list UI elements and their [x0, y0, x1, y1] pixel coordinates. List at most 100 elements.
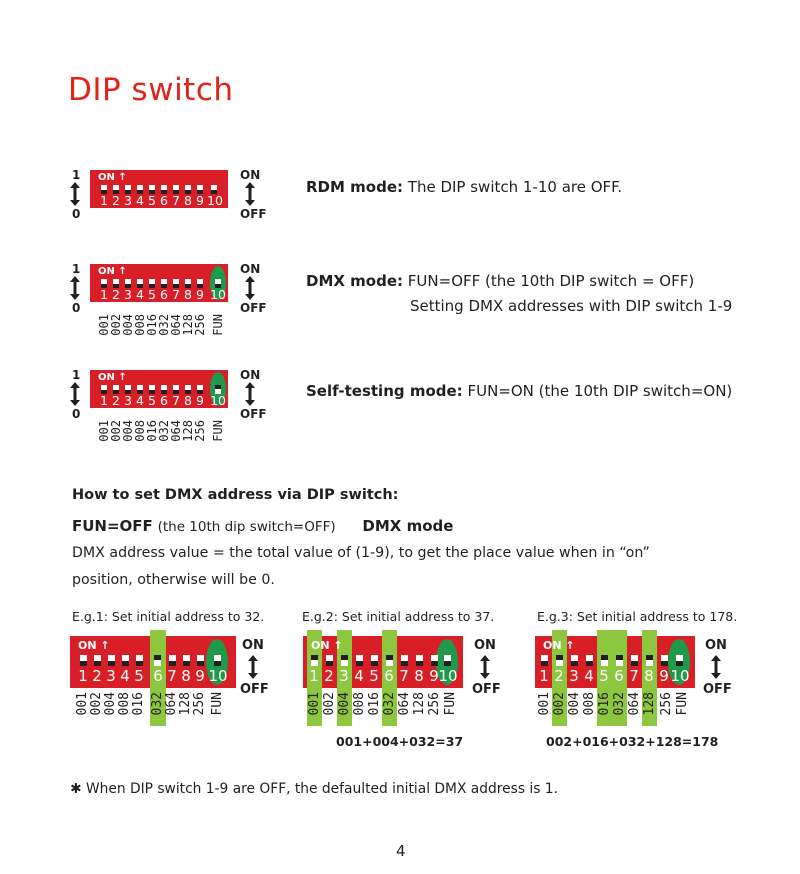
- switch-number: 10: [670, 667, 690, 685]
- switch-number: 5: [148, 287, 156, 302]
- switch-4: [137, 279, 143, 288]
- switch-number: 6: [614, 667, 624, 685]
- switch-number: 4: [120, 667, 130, 685]
- switch-number: 9: [196, 193, 204, 208]
- example-sum: 001+004+032=37: [336, 734, 464, 749]
- dmx-mode-bold: DMX mode: [362, 517, 454, 535]
- switch-number: 9: [196, 287, 204, 302]
- switch-8: [185, 385, 191, 394]
- switch-8: [185, 279, 191, 288]
- switch-4: [122, 655, 129, 666]
- highlight-032-label: [150, 690, 166, 726]
- switch-number: 1: [100, 287, 108, 302]
- switch-1: [80, 655, 87, 666]
- switch-7: [169, 655, 176, 666]
- switch-number: 4: [136, 393, 144, 408]
- double-arrow-icon: [248, 655, 258, 679]
- switch-8: [185, 185, 191, 194]
- switch-number: 3: [124, 393, 132, 408]
- switch-10: [215, 385, 221, 394]
- value-label: 004: [337, 692, 352, 716]
- dip-switch-example-3: ON ↑ 1 2 3 4 5 6 7 8 9 10: [535, 630, 695, 690]
- switch-number: 8: [184, 287, 192, 302]
- value-label: 008: [352, 692, 367, 716]
- switch-number: 10: [438, 667, 458, 685]
- example-title: E.g.1: Set initial address to 32.: [72, 609, 265, 624]
- on-mark: ON ↑: [311, 639, 343, 652]
- example-title: E.g.2: Set initial address to 37.: [302, 609, 495, 624]
- value-label: 128: [178, 692, 193, 716]
- switch-5: [149, 279, 155, 288]
- switch-6: [161, 279, 167, 288]
- value-label: 256: [193, 420, 207, 442]
- switch-number: 10: [210, 287, 226, 302]
- switch-6: [386, 655, 393, 666]
- value-label: 032: [150, 692, 165, 716]
- double-arrow-icon: [711, 655, 721, 679]
- right-on-label: ON: [240, 262, 261, 276]
- switch-8: [183, 655, 190, 666]
- switch-10: [676, 655, 683, 666]
- switch-number: 10: [210, 393, 226, 408]
- double-arrow-icon: [70, 276, 80, 300]
- value-label: 256: [659, 692, 674, 716]
- on-mark: ON ↑: [78, 639, 110, 652]
- switch-number: 9: [196, 393, 204, 408]
- example-sum: 002+016+032+128=178: [546, 734, 719, 749]
- switch-10: [214, 655, 221, 666]
- switch-number: 2: [324, 667, 334, 685]
- value-label: 008: [117, 692, 132, 716]
- dip-switch-example-1: ON ↑ 1 2 3 4 5 6 7 8 9 10: [70, 630, 236, 690]
- switch-3: [125, 279, 131, 288]
- switch-number: 2: [112, 287, 120, 302]
- switch-2: [113, 185, 119, 194]
- double-arrow-icon: [70, 182, 80, 206]
- value-label: 256: [193, 314, 207, 336]
- value-label: 256: [427, 692, 442, 716]
- switch-3: [125, 185, 131, 194]
- switch-number: 8: [181, 667, 191, 685]
- switch-number: 1: [100, 393, 108, 408]
- on-mark: ON ↑: [98, 372, 127, 383]
- footnote: ✱ When DIP switch 1-9 are OFF, the defau…: [70, 781, 558, 797]
- switch-6: [161, 385, 167, 394]
- right-on-label: ON: [474, 638, 496, 653]
- rdm-mode-label: RDM mode:: [306, 178, 403, 196]
- switch-number: 7: [399, 667, 409, 685]
- howto-para-line1: DMX address value = the total value of (…: [72, 545, 650, 561]
- value-label: 016: [597, 692, 612, 716]
- self-test-mode-label: Self-testing mode:: [306, 382, 463, 400]
- switch-number: 6: [153, 667, 163, 685]
- switch-number: 10: [207, 193, 223, 208]
- switch-number: 5: [134, 667, 144, 685]
- left-bottom-label: 0: [72, 301, 81, 315]
- value-label: FUN: [211, 314, 225, 336]
- left-top-label: 1: [72, 368, 81, 382]
- value-label: FUN: [211, 420, 225, 442]
- switch-number: 4: [584, 667, 594, 685]
- value-label: 016: [367, 692, 382, 716]
- switch-6: [616, 655, 623, 666]
- value-label: 064: [164, 692, 179, 716]
- switch-10: [215, 279, 221, 288]
- switch-number: 5: [148, 193, 156, 208]
- switch-number: 4: [136, 287, 144, 302]
- switch-7: [173, 385, 179, 394]
- switch-number: 2: [112, 393, 120, 408]
- right-on-label: ON: [240, 368, 261, 382]
- highlight-128-label: [642, 690, 657, 726]
- switch-number: 8: [184, 193, 192, 208]
- left-bottom-label: 0: [72, 207, 81, 221]
- right-off-label: OFF: [703, 682, 732, 697]
- switch-number: 7: [172, 393, 180, 408]
- switch-2: [113, 385, 119, 394]
- value-label: 016: [131, 692, 146, 716]
- dmx-mode-line1: FUN=OFF (the 10th DIP switch = OFF): [407, 272, 695, 290]
- switch-1: [101, 279, 107, 288]
- dmx-description: DMX mode: FUN=OFF (the 10th DIP switch =…: [306, 272, 694, 290]
- switch-8: [646, 655, 653, 666]
- switch-number: 1: [539, 667, 549, 685]
- switch-number: 8: [184, 393, 192, 408]
- fun-bold: FUN=OFF: [72, 517, 153, 535]
- switch-1: [541, 655, 548, 666]
